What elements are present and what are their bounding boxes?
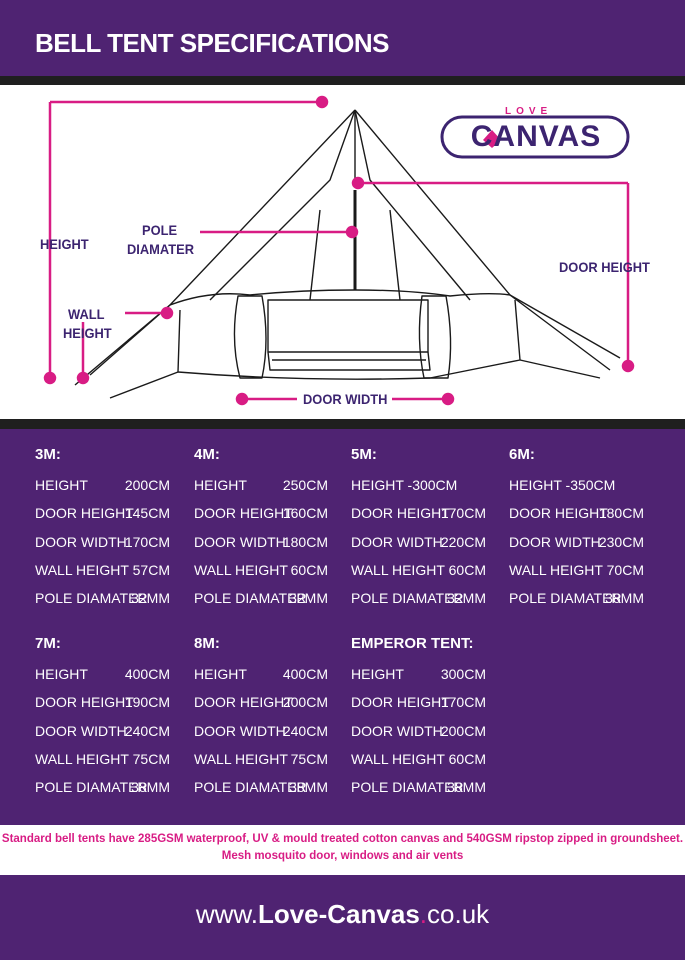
- spec-title: 7M:: [35, 635, 61, 652]
- spec-title: 5M:: [351, 446, 377, 463]
- spec-title: 6M:: [509, 446, 535, 463]
- page-title: BELL TENT SPECIFICATIONS: [35, 28, 389, 58]
- door-width-label: DOOR WIDTH: [303, 391, 388, 407]
- header-divider: [0, 76, 685, 85]
- note-line-1: Standard bell tents have 285GSM waterpro…: [1, 833, 684, 845]
- spec-row: HEIGHT -350CM: [509, 477, 616, 493]
- spec-title: EMPEROR TENT:: [351, 635, 474, 652]
- header-banner: BELL TENT SPECIFICATIONS: [0, 0, 685, 76]
- footer-banner: www.Love-Canvas.co.uk: [0, 875, 685, 960]
- logo-top-text: LOVE: [505, 106, 553, 117]
- height-label: HEIGHT: [40, 236, 89, 252]
- door-height-label: DOOR HEIGHT: [559, 259, 650, 275]
- wall-label-line2: HEIGHT: [63, 325, 112, 341]
- info-note: Standard bell tents have 285GSM waterpro…: [0, 825, 685, 875]
- logo-main-text: CANVAS: [470, 120, 602, 153]
- pole-label-line2: DIAMATER: [127, 241, 195, 257]
- spec-title: 3M:: [35, 446, 61, 463]
- pole-label-line1: POLE: [142, 222, 178, 238]
- note-line-2: Mesh mosquito door, windows and air vent…: [221, 850, 464, 862]
- dimension-markers: [43, 95, 635, 406]
- spec-row: HEIGHT -300CM: [351, 477, 458, 493]
- love-canvas-logo: [440, 115, 630, 159]
- website-url[interactable]: www.Love-Canvas.co.uk: [195, 899, 490, 929]
- tent-diagram: HEIGHT POLE DIAMATER WALL HEIGHT DOOR HE…: [0, 85, 685, 419]
- tent-illustration: [43, 95, 635, 406]
- tent-outline: [74, 109, 621, 399]
- wall-label-line1: WALL: [68, 306, 105, 322]
- spec-title: 8M:: [194, 635, 220, 652]
- spec-title: 4M:: [194, 446, 220, 463]
- specs-divider: [0, 419, 685, 429]
